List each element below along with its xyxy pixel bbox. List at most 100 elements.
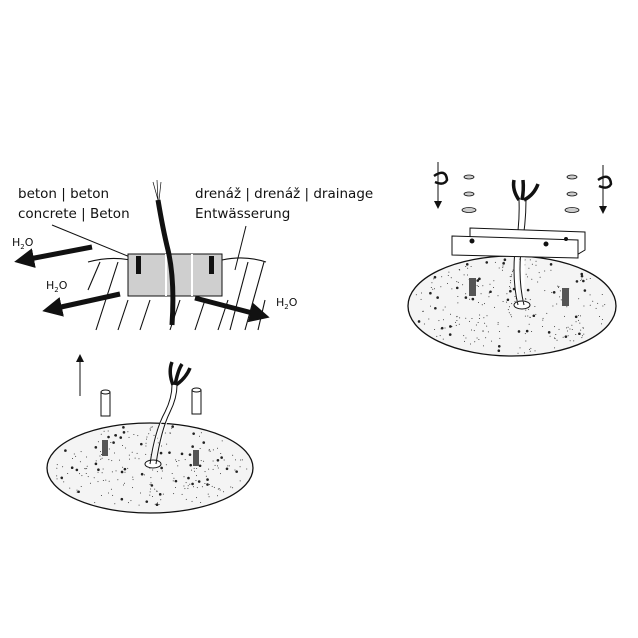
- speckle: [195, 497, 197, 499]
- speckle: [542, 319, 544, 321]
- speckle: [127, 467, 129, 469]
- speckle: [217, 488, 219, 490]
- speckle: [525, 340, 527, 342]
- speckle: [230, 486, 232, 488]
- speckle: [192, 432, 195, 435]
- speckle: [161, 470, 163, 472]
- speckle: [225, 467, 229, 471]
- speckle: [171, 427, 173, 429]
- washers-right: [564, 174, 580, 213]
- speckle: [200, 460, 202, 462]
- speckle: [221, 440, 223, 442]
- speckle: [213, 486, 215, 488]
- speckle: [120, 497, 124, 501]
- speckle: [529, 350, 531, 352]
- speckle: [123, 484, 125, 486]
- speckle: [455, 324, 457, 326]
- speckle: [114, 434, 118, 437]
- speckle: [202, 441, 206, 444]
- speckle: [511, 274, 513, 276]
- speckle: [558, 328, 560, 330]
- speckle: [100, 433, 102, 435]
- speckle: [459, 317, 461, 319]
- speckle: [56, 478, 58, 480]
- speckle: [509, 289, 512, 293]
- h2o-label-1: H2O: [12, 236, 34, 251]
- speckle: [110, 488, 112, 490]
- speckle: [497, 323, 499, 325]
- speckle: [113, 434, 115, 436]
- speckle: [442, 309, 444, 311]
- wires-left: [168, 361, 192, 387]
- speckle: [464, 296, 468, 299]
- cable-wires: [152, 179, 162, 201]
- speckle: [497, 349, 501, 353]
- speckle: [470, 266, 472, 268]
- speckle: [216, 465, 218, 467]
- speckle: [246, 468, 248, 470]
- speckle: [511, 303, 513, 305]
- speckle: [510, 280, 512, 282]
- speckle: [569, 340, 571, 342]
- speckle: [76, 491, 78, 493]
- speckle: [508, 312, 510, 314]
- speckle: [95, 460, 97, 462]
- screw-arrow-left: [433, 162, 449, 209]
- dowel-left: [100, 389, 111, 417]
- speckle: [465, 317, 467, 319]
- speckle: [56, 467, 58, 469]
- speckle: [469, 343, 471, 345]
- speckle: [529, 317, 531, 319]
- speckle: [535, 313, 537, 315]
- speckle: [204, 483, 206, 485]
- speckle: [420, 292, 422, 294]
- speckle: [552, 291, 556, 294]
- speckle: [502, 300, 504, 302]
- speckle: [69, 487, 71, 489]
- speckle: [575, 321, 577, 323]
- speckle: [509, 285, 511, 287]
- speckle: [415, 294, 417, 296]
- speckle: [465, 293, 467, 295]
- concrete-label-1: beton | beton: [18, 186, 109, 202]
- speckle: [451, 325, 453, 327]
- speckle: [493, 286, 495, 288]
- speckle: [439, 335, 441, 337]
- speckle: [217, 447, 219, 449]
- speckle: [444, 327, 446, 329]
- screw-arrow-right: [597, 165, 613, 214]
- speckle: [127, 431, 129, 433]
- speckle: [449, 325, 452, 328]
- h2o-label-2: H2O: [46, 279, 68, 294]
- speckle: [129, 458, 131, 460]
- speckle: [79, 473, 81, 475]
- speckle: [559, 296, 561, 298]
- speckle: [185, 482, 187, 484]
- speckle: [478, 277, 481, 281]
- speckle: [493, 280, 495, 282]
- speckle: [444, 306, 446, 308]
- speckle: [595, 307, 597, 309]
- speckle: [75, 455, 77, 457]
- speckle: [502, 266, 504, 268]
- anchor-hole-r1: [469, 278, 476, 296]
- speckle: [97, 471, 99, 473]
- speckle: [132, 479, 134, 481]
- speckle: [146, 436, 148, 438]
- speckle: [111, 460, 113, 462]
- speckle: [525, 329, 529, 333]
- speckle: [108, 459, 110, 461]
- speckle: [195, 475, 197, 477]
- speckle: [138, 458, 140, 460]
- speckle: [86, 465, 88, 467]
- speckle: [458, 323, 460, 325]
- speckle: [204, 471, 206, 473]
- speckle: [434, 288, 436, 290]
- speckle: [114, 503, 116, 505]
- speckle: [119, 436, 123, 439]
- speckle: [123, 482, 125, 484]
- speckle: [498, 331, 500, 333]
- speckle: [208, 450, 210, 452]
- concrete-label-2: concrete | Beton: [18, 206, 130, 222]
- speckle: [201, 486, 203, 488]
